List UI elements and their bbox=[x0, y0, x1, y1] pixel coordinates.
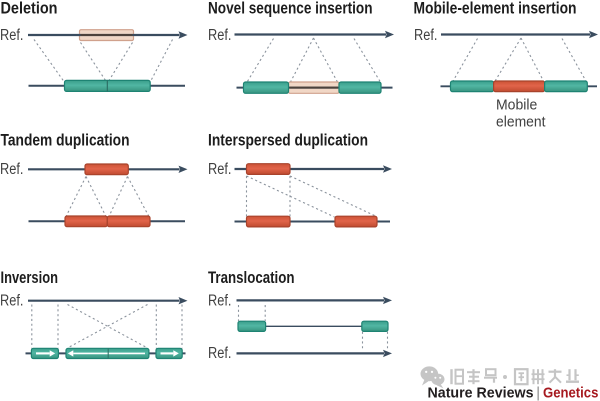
svg-text:Deletion: Deletion bbox=[1, 0, 58, 18]
svg-text:Inversion: Inversion bbox=[1, 268, 59, 287]
svg-text:Ref.: Ref. bbox=[208, 345, 232, 362]
svg-text:Ref.: Ref. bbox=[208, 161, 232, 178]
svg-text:Novel sequence insertion: Novel sequence insertion bbox=[208, 0, 373, 18]
svg-text:Ref.: Ref. bbox=[208, 27, 232, 44]
svg-text:element: element bbox=[496, 114, 546, 131]
svg-text:Nature Reviews: Nature Reviews bbox=[428, 386, 534, 401]
svg-text:Interspersed duplication: Interspersed duplication bbox=[208, 131, 368, 150]
svg-text:Mobile-element insertion: Mobile-element insertion bbox=[414, 0, 577, 18]
svg-text:Tandem duplication: Tandem duplication bbox=[1, 131, 130, 150]
svg-text:Ref.: Ref. bbox=[0, 161, 24, 178]
svg-text:Ref.: Ref. bbox=[414, 27, 438, 44]
svg-text:Ref.: Ref. bbox=[208, 292, 232, 309]
svg-text:Genetics: Genetics bbox=[543, 386, 598, 401]
svg-text:|: | bbox=[536, 386, 540, 401]
svg-text:Ref.: Ref. bbox=[0, 292, 24, 309]
svg-text:Ref.: Ref. bbox=[0, 27, 24, 44]
svg-text:Mobile: Mobile bbox=[496, 97, 537, 114]
svg-text:Translocation: Translocation bbox=[208, 268, 295, 287]
